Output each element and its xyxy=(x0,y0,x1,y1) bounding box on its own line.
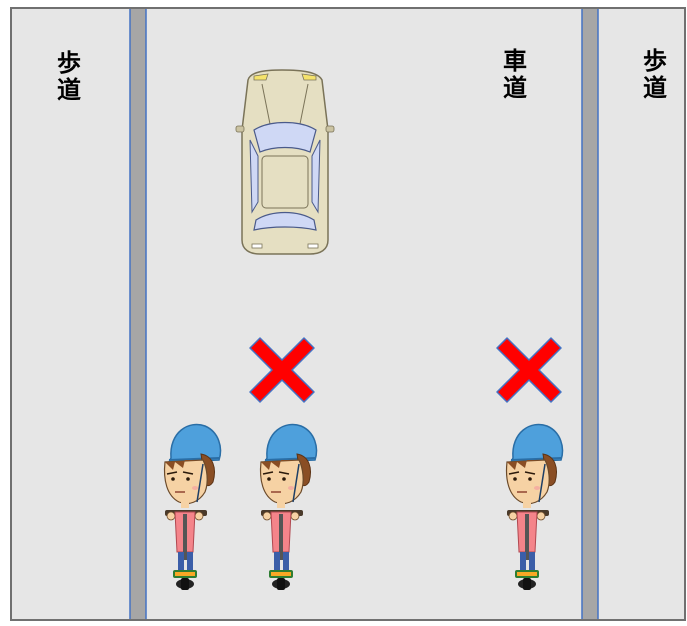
roadway-label: 車 道 xyxy=(500,48,530,102)
car-top-view-icon xyxy=(235,69,335,255)
right-sidewalk-label: 歩 道 xyxy=(640,48,670,102)
label-char: 道 xyxy=(57,76,81,104)
label-char: 歩 xyxy=(643,47,667,75)
diagram-frame xyxy=(10,7,686,621)
label-char: 歩 xyxy=(57,49,81,77)
label-char: 車 xyxy=(503,47,527,75)
left-sidewalk-label: 歩 道 xyxy=(54,50,84,104)
label-char: 道 xyxy=(503,74,527,102)
left-curb xyxy=(129,7,147,621)
right-curb xyxy=(581,7,599,621)
label-char: 道 xyxy=(643,74,667,102)
road-surface xyxy=(11,8,685,620)
